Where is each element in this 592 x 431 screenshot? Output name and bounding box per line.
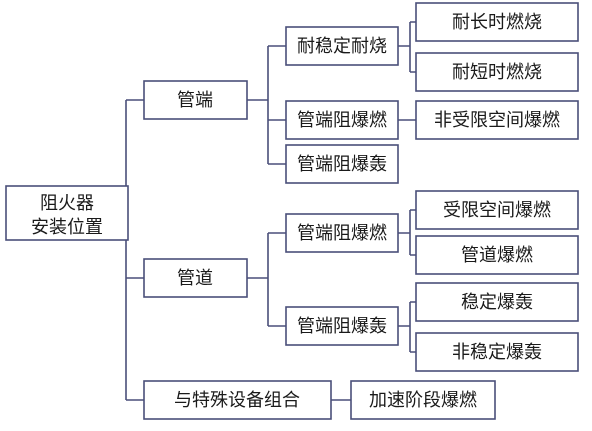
connector-stable (398, 21, 416, 73)
pipe-end-deflagration-label: 管端阻爆燃 (297, 110, 387, 131)
node-pipe-end: 管端 (143, 80, 248, 120)
short-burn-label: 耐短时燃烧 (452, 62, 542, 83)
unconfined-label: 非受限空间爆燃 (434, 110, 560, 131)
node-pipe-end-deflagration: 管端阻爆燃 (285, 100, 399, 140)
node-confined: 受限空间爆燃 (415, 190, 579, 230)
pipe-end-label: 管端 (177, 90, 213, 111)
node-short-burn: 耐短时燃烧 (415, 52, 579, 92)
pipe-end-stable-label: 耐稳定耐烧 (297, 36, 387, 57)
connector-pipeline-deflagration (398, 209, 416, 256)
pipeline-deflagration-label: 管端阻爆燃 (297, 223, 387, 244)
node-combo: 与特殊设备组合 (143, 380, 332, 420)
node-pipeline-detonation: 管端阻爆轰 (285, 306, 399, 346)
accelerating-label: 加速阶段爆燃 (369, 390, 477, 411)
node-pipe-deflagration: 管道爆燃 (415, 235, 579, 275)
connector-root (125, 99, 144, 401)
node-pipe-end-stable: 耐稳定耐烧 (285, 26, 399, 66)
connector-pipe-end (247, 45, 286, 165)
node-accelerating: 加速阶段爆燃 (350, 380, 496, 420)
confined-label: 受限空间爆燃 (443, 200, 551, 221)
pipeline-detonation-label: 管端阻爆轰 (297, 316, 387, 337)
pipe-deflagration-label: 管道爆燃 (461, 245, 533, 266)
connector-pipeline-detonation (398, 301, 416, 353)
stable-detonation-label: 稳定爆轰 (461, 292, 533, 313)
root-label-line2: 安装位置 (31, 217, 103, 238)
root-label-line1: 阻火器 (40, 193, 94, 214)
combo-label: 与特殊设备组合 (174, 390, 300, 411)
node-root: 阻火器 安装位置 (5, 185, 129, 241)
node-long-burn: 耐长时燃烧 (415, 2, 579, 42)
node-pipe-end-detonation: 管端阻爆轰 (285, 144, 399, 184)
pipe-end-detonation-label: 管端阻爆轰 (297, 154, 387, 175)
pipeline-label: 管道 (177, 268, 213, 289)
node-pipeline: 管道 (143, 258, 248, 298)
node-pipeline-deflagration: 管端阻爆燃 (285, 213, 399, 253)
node-unstable-detonation: 非稳定爆轰 (415, 332, 579, 372)
long-burn-label: 耐长时燃烧 (452, 12, 542, 33)
node-stable-detonation: 稳定爆轰 (415, 282, 579, 322)
connector-pipeline (247, 232, 286, 327)
unstable-detonation-label: 非稳定爆轰 (452, 342, 542, 363)
node-unconfined: 非受限空间爆燃 (415, 100, 579, 140)
